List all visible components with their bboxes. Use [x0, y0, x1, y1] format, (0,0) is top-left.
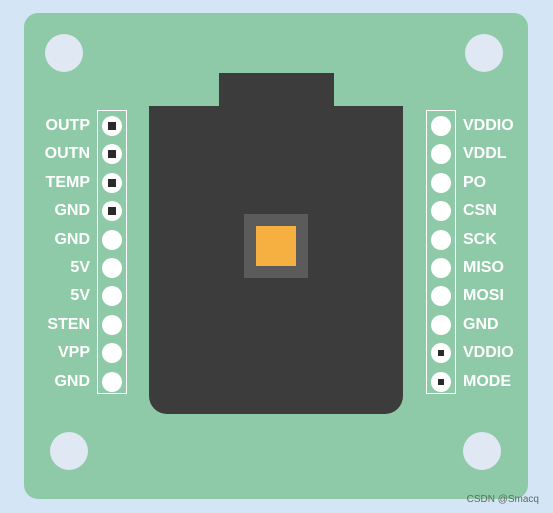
component-body-tab	[219, 73, 334, 107]
right-pin-label: SCK	[463, 230, 497, 248]
right-pin	[431, 258, 451, 278]
left-pin-label: 5V	[70, 287, 90, 305]
left-pin	[102, 116, 122, 136]
left-pin	[102, 343, 122, 364]
right-pin	[431, 314, 451, 335]
left-pin	[102, 314, 122, 335]
left-pin-label: GND	[54, 202, 90, 220]
left-pin-label: VPP	[57, 344, 90, 362]
right-pin-header	[426, 110, 456, 394]
right-pin	[431, 201, 451, 222]
left-pin-label: OUTN	[44, 145, 90, 163]
mounting-hole-top-left	[45, 34, 83, 72]
left-pin	[102, 371, 122, 392]
right-pin	[431, 343, 451, 364]
sensor-window	[256, 226, 296, 266]
mounting-hole-bottom-right	[463, 432, 501, 470]
left-pin-label: STEN	[47, 315, 90, 333]
right-pin	[431, 172, 451, 193]
left-pin	[102, 144, 122, 165]
left-pin	[102, 286, 122, 307]
right-pin-label: CSN	[463, 202, 497, 220]
left-pin-label: GND	[54, 230, 90, 248]
right-pin-label: MODE	[463, 372, 511, 390]
right-pin-label: PO	[463, 173, 487, 191]
right-pin-label: GND	[463, 315, 499, 333]
right-pin	[431, 229, 451, 250]
right-pin	[431, 144, 451, 165]
mounting-hole-top-right	[465, 34, 503, 72]
left-pin	[102, 172, 122, 193]
left-pin-label: OUTP	[45, 117, 90, 134]
left-pin-header	[97, 110, 127, 394]
left-pin	[102, 229, 122, 250]
left-pin	[102, 201, 122, 222]
left-pin-label: TEMP	[45, 173, 90, 191]
right-pin-label: MISO	[463, 259, 504, 276]
right-pin	[431, 371, 451, 392]
left-pin-label: GND	[54, 372, 90, 390]
right-pin-label: VDDIO	[463, 117, 514, 134]
right-pin	[431, 286, 451, 307]
right-pin	[431, 116, 451, 136]
mounting-hole-bottom-left	[50, 432, 88, 470]
watermark: CSDN @Smacq	[466, 494, 539, 505]
right-pin-label: VDDIO	[463, 344, 514, 362]
right-pin-label: MOSI	[463, 287, 504, 305]
left-pin-label: 5V	[70, 259, 90, 276]
right-pin-label: VDDL	[463, 145, 507, 163]
left-pin	[102, 258, 122, 278]
